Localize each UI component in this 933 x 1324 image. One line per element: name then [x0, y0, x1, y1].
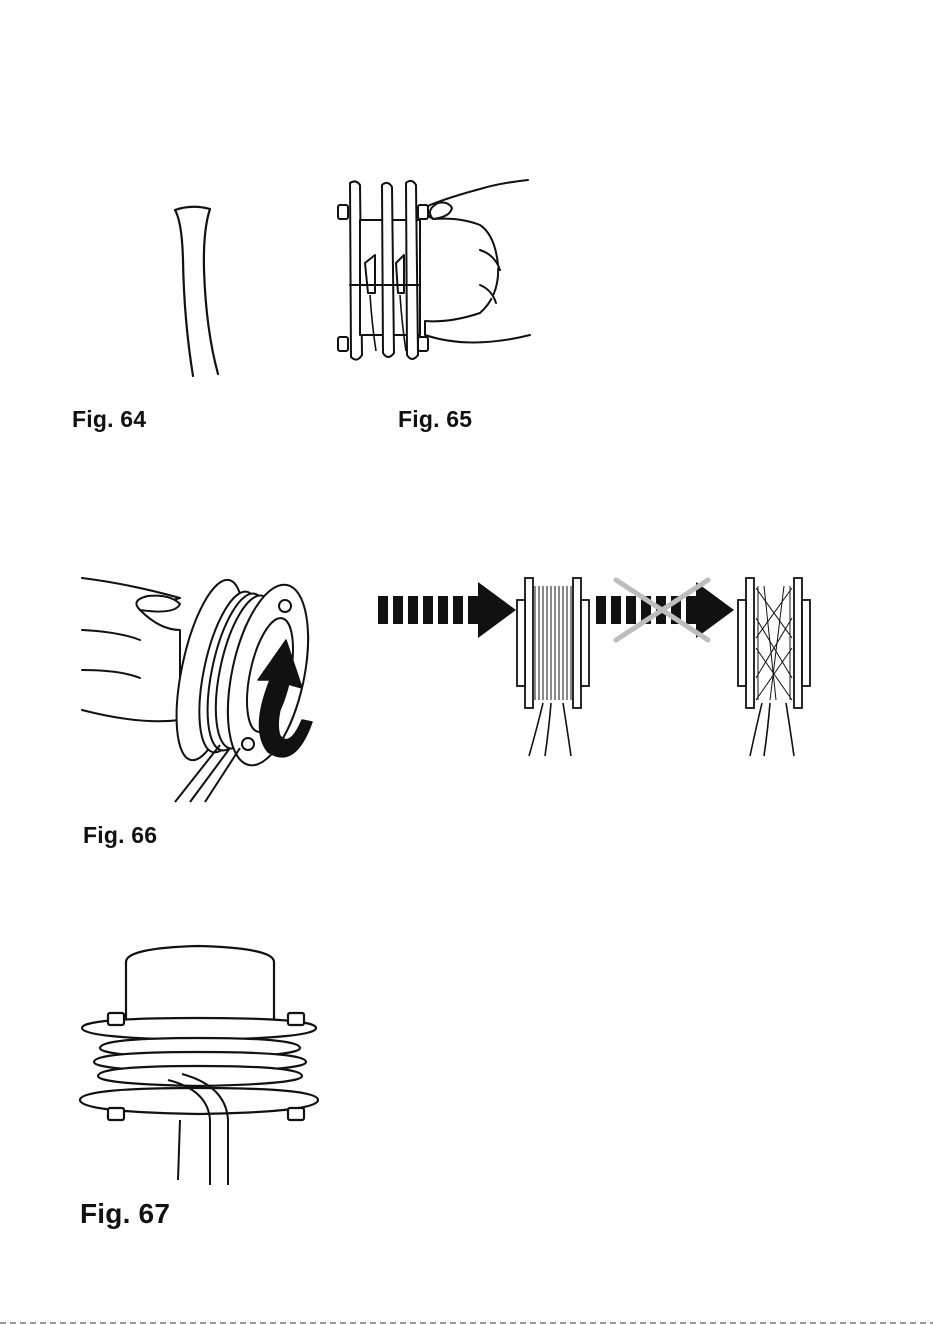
messy-wound-spool-illustration [736, 578, 816, 758]
fig67-label: Fig. 67 [80, 1198, 170, 1230]
wrong-winding-crossed-arrow [596, 576, 736, 644]
fig64-label: Fig. 64 [72, 406, 146, 433]
fig64-line-end-illustration [160, 200, 230, 380]
neat-wound-spool-illustration [515, 578, 595, 758]
fig65-label: Fig. 65 [398, 406, 472, 433]
fig66-label: Fig. 66 [83, 822, 157, 849]
fig66-winding-illustration [80, 570, 330, 805]
fig67-assembled-spool-illustration [78, 940, 323, 1190]
correct-winding-arrow [378, 582, 518, 638]
fig65-spool-hand-illustration [330, 175, 535, 370]
